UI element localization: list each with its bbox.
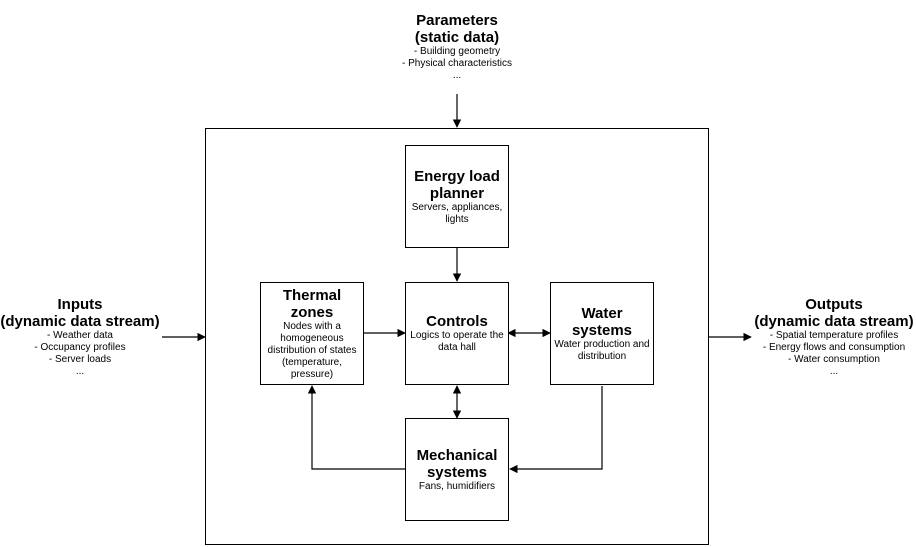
controls-title: Controls [426, 313, 488, 330]
mechanical-systems-line-1: Fans, humidifiers [418, 481, 496, 492]
controls-line-2: data hall [438, 342, 476, 353]
outputs-line-4: ... [829, 366, 839, 377]
energy-load-planner-title-1: Energy load [414, 168, 500, 185]
parameters-line-1: - Building geometry [413, 46, 501, 57]
controls-line-1: Logics to operate the [410, 330, 504, 341]
thermal-zones-title-1: Thermal [282, 287, 342, 304]
parameters-line-3: ... [452, 70, 462, 81]
outputs-title-2: (dynamic data stream) [754, 313, 914, 330]
inputs-title-1: Inputs [57, 296, 103, 313]
thermal-zones-line-4: (temperature, [281, 357, 343, 368]
parameters-title-2: (static data) [414, 29, 500, 46]
water-systems-title-1: Water [581, 305, 623, 322]
thermal-zones-line-1: Nodes with a [283, 321, 341, 332]
inputs-label: Inputs (dynamic data stream) - Weather d… [0, 296, 160, 378]
thermal-zones-title-2: zones [290, 304, 334, 321]
water-systems-line-2: distribution [577, 351, 627, 362]
mechanical-systems-title-2: systems [426, 464, 488, 481]
energy-load-planner-line-2: lights [445, 214, 469, 225]
thermal-zones-line-5: pressure) [290, 369, 334, 380]
inputs-title-2: (dynamic data stream) [0, 313, 160, 330]
system-frame [205, 128, 709, 545]
mechanical-systems-title-1: Mechanical [416, 447, 498, 464]
mechanical-systems-block: Mechanical systems Fans, humidifiers [405, 418, 509, 521]
outputs-line-1: - Spatial temperature profiles [769, 330, 899, 341]
thermal-zones-block: Thermal zones Nodes with a homogeneous d… [260, 282, 364, 385]
arrow-mechanical-to-thermal [307, 385, 405, 470]
inputs-line-2: - Occupancy profiles [34, 342, 126, 353]
controls-block: Controls Logics to operate the data hall [405, 282, 509, 385]
outputs-line-3: - Water consumption [788, 354, 880, 365]
energy-load-planner-title-2: planner [429, 185, 485, 202]
inputs-line-3: - Server loads [48, 354, 112, 365]
parameters-label: Parameters (static data) - Building geom… [357, 12, 557, 82]
energy-load-planner-line-1: Servers, appliances, [411, 202, 503, 213]
inputs-line-1: - Weather data [47, 330, 113, 341]
thermal-zones-line-2: homogeneous [280, 333, 344, 344]
outputs-label: Outputs (dynamic data stream) - Spatial … [752, 296, 916, 378]
arrow-water-to-mechanical [509, 386, 603, 474]
water-systems-line-1: Water production and [554, 339, 650, 350]
parameters-line-2: - Physical characteristics [401, 58, 513, 69]
water-systems-title-2: systems [571, 322, 633, 339]
parameters-title-1: Parameters [416, 12, 498, 29]
inputs-line-4: ... [75, 366, 85, 377]
energy-load-planner-block: Energy load planner Servers, appliances,… [405, 145, 509, 248]
outputs-title-1: Outputs [805, 296, 863, 313]
thermal-zones-line-3: distribution of states [267, 345, 357, 356]
water-systems-block: Water systems Water production and distr… [550, 282, 654, 385]
outputs-line-2: - Energy flows and consumption [762, 342, 906, 353]
